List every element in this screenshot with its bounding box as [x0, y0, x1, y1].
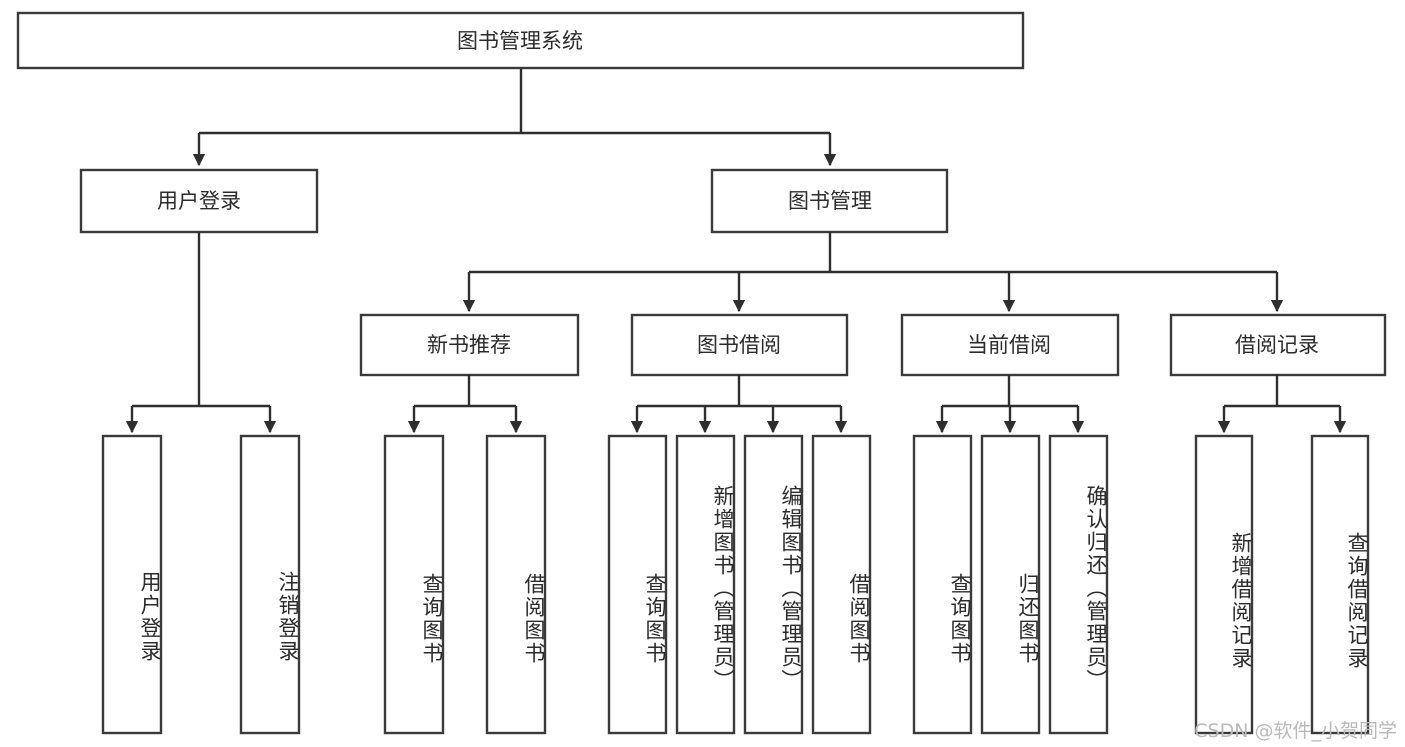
- node-box-current-borrow[interactable]: [900, 313, 1120, 377]
- leaf-box-3[interactable]: [485, 434, 547, 735]
- node-label-book-management: 图书管理: [788, 189, 872, 213]
- node-box-user-login[interactable]: [79, 168, 319, 234]
- watermark-text: CSDN @软件_小贺同学: [1194, 720, 1397, 742]
- node-label-current-borrow: 当前借阅: [967, 333, 1051, 357]
- leaf-box-1[interactable]: [239, 434, 301, 735]
- node-label-new-book-recommend: 新书推荐: [427, 333, 511, 357]
- leaf-box-8[interactable]: [912, 434, 973, 735]
- node-box-new-book-recommend[interactable]: [359, 313, 580, 377]
- leaf-box-9[interactable]: [980, 434, 1041, 735]
- node-box-root[interactable]: [16, 11, 1025, 70]
- leaf-box-0[interactable]: [101, 434, 163, 735]
- node-label-book-borrow: 图书借阅: [697, 333, 781, 357]
- leaf-box-2[interactable]: [383, 434, 445, 735]
- leaf-box-6[interactable]: [743, 434, 804, 735]
- leaf-box-5[interactable]: [675, 434, 736, 735]
- node-label-user-login: 用户登录: [157, 189, 241, 213]
- leaf-box-7[interactable]: [811, 434, 872, 735]
- leaf-box-12[interactable]: [1310, 434, 1370, 735]
- node-label-root: 图书管理系统: [457, 29, 583, 53]
- leaf-box-11[interactable]: [1194, 434, 1254, 735]
- leaf-box-4[interactable]: [607, 434, 668, 735]
- leaf-box-10[interactable]: [1048, 434, 1109, 735]
- node-label-borrow-record: 借阅记录: [1235, 333, 1319, 357]
